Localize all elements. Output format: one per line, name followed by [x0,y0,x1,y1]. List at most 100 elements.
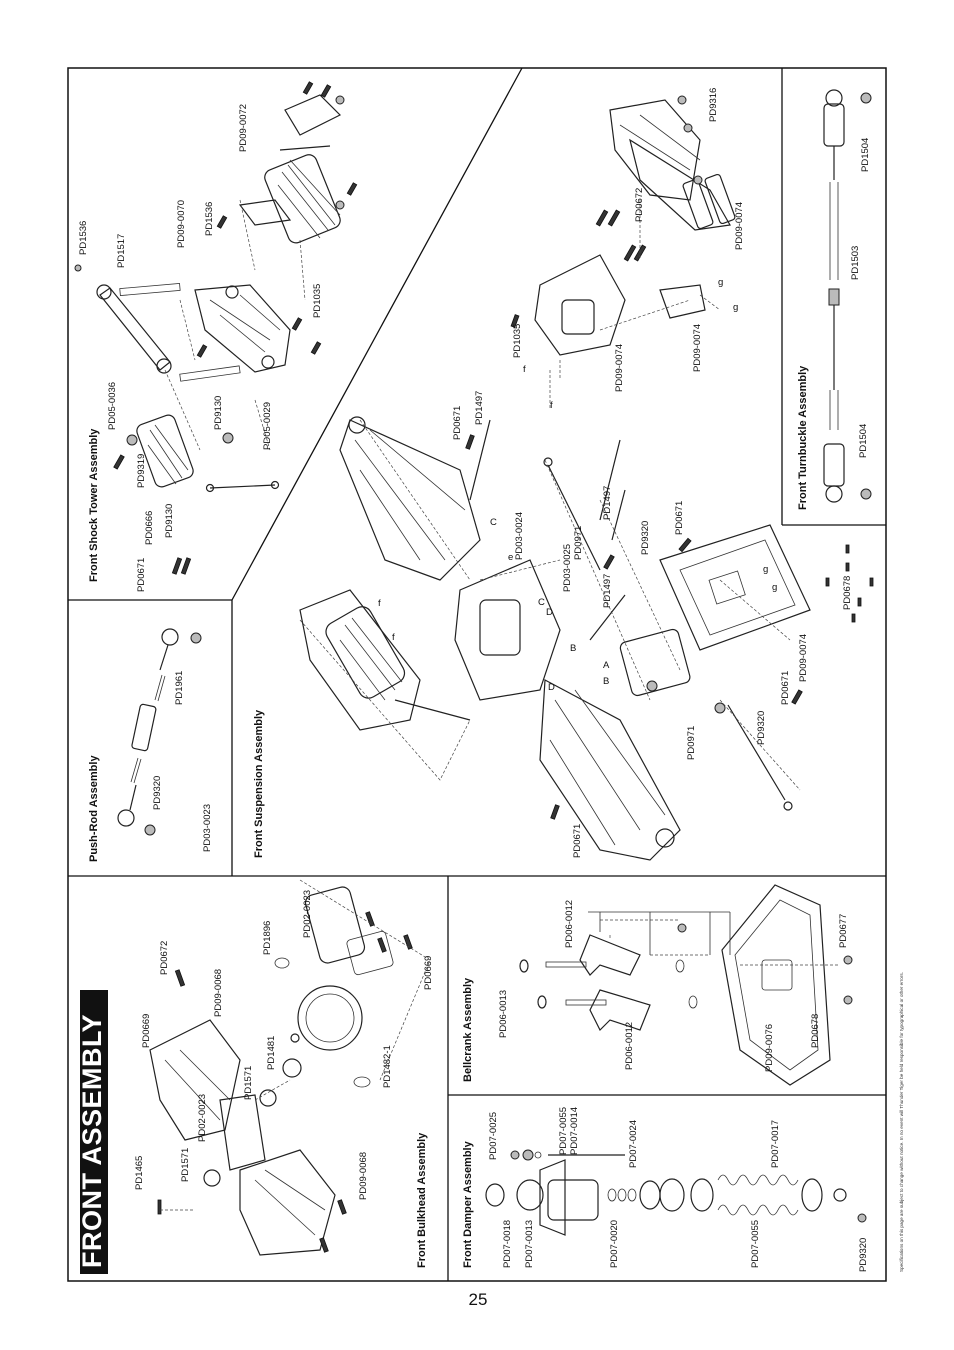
title-front-suspension: Front Suspension Assembly [253,709,265,858]
push-rod-labels: PD1961 PD9320 PD03-0023 [152,671,213,852]
letter: C [490,517,497,528]
label: PD0971 [686,726,697,760]
label: PD1961 [174,671,185,705]
title-front-damper: Front Damper Assembly [462,1140,474,1268]
label: PD9320 [858,1238,869,1272]
label: PD03-0023 [202,804,213,852]
label: PD1571 [180,1148,191,1182]
letter: f [378,598,381,609]
letter: e [508,552,513,563]
title-front-bulkhead: Front Bulkhead Assembly [416,1132,428,1268]
label: PD1481 [266,1036,277,1070]
label: PD06-0012 [624,1022,635,1070]
letter: g [763,564,768,575]
label: PD0671 [572,824,583,858]
label: PD09-0074 [614,344,625,392]
label: PD0671 [780,671,791,705]
letter: g [733,302,738,313]
label: PD0669 [423,956,434,990]
page-number: 25 [469,1290,488,1309]
page-title: FRONT ASSEMBLY [77,1014,107,1268]
divider-diagonal [231,67,523,601]
label: PD07-0055 [558,1107,569,1155]
front-bulkhead-drawing [149,879,431,1256]
label: PD09-0074 [734,202,745,250]
shock-tower-labels: PD1536 PD1517 PD09-0070 PD1536 PD09-0072… [78,104,323,592]
label: PD1536 [78,221,89,255]
title-banner: FRONT ASSEMBLY [77,990,108,1274]
label: PD9130 [213,396,224,430]
front-damper-labels: PD07-0025 PD07-0055 PD07-0014 PD07-0024 … [488,1107,869,1272]
bumper-mount-drawing [510,95,736,410]
letter: g [718,277,723,288]
label: PD0666 [144,511,155,545]
label: PD0672 [159,941,170,975]
label: PD9320 [152,776,163,810]
label: PD07-0014 [569,1107,580,1155]
label: PD0671 [452,406,463,440]
label: PD09-0074 [798,634,809,682]
label: PD07-0013 [524,1220,535,1268]
label: PD0672 [634,188,645,222]
title-push-rod: Push-Rod Assembly [88,755,100,862]
label: PD09-0072 [238,104,249,152]
label: PD0671 [674,501,685,535]
label: PD9130 [164,504,175,538]
label: PD1517 [116,234,127,268]
label: PD1536 [204,202,215,236]
shock-tower-drawing [74,81,358,575]
label: PD02-0023 [197,1094,208,1142]
label: PD07-0024 [628,1120,639,1168]
label: PD1035 [312,284,323,318]
title-front-turnbuckle: Front Turnbuckle Assembly [797,365,809,510]
label: PD09-0068 [358,1152,369,1200]
front-bulkhead-labels: PD1465 PD1571 PD02-0023 PD0669 PD0672 PD… [134,890,434,1200]
label: PD1503 [850,246,861,280]
letter: B [603,676,609,687]
label: PD1497 [474,391,485,425]
label: PD07-0017 [770,1120,781,1168]
label: PD0669 [141,1014,152,1048]
label: PD1504 [858,424,869,458]
letter: B [570,643,576,654]
turnbuckle-labels: PD1504 PD1503 PD1504 [850,138,871,458]
label: PD0671 [136,558,147,592]
bellcrank-labels: PD06-0012 PD06-0013 PD06-0012 PD09-0076 … [498,900,849,1072]
push-rod-drawing [117,628,202,836]
label: PD9316 [708,88,719,122]
label: PD1896 [262,921,273,955]
label: PD09-0068 [213,969,224,1017]
label: PD07-0025 [488,1112,499,1160]
bumper-mount-labels: PD9316 PD0672 PD09-0074 PD1035 PD09-0074… [512,88,745,411]
label: PD1571 [243,1066,254,1100]
front-suspension-drawing [299,416,874,861]
letter: f [523,364,526,375]
label: PD07-0020 [609,1220,620,1268]
label: PD09-0074 [692,324,703,372]
label: PD07-0055 [750,1220,761,1268]
letter: A [603,660,610,671]
label: PD0677 [838,914,849,948]
letter: C [538,597,545,608]
label: PD03-0024 [514,512,525,560]
title-bellcrank: Bellcrank Assembly [462,977,474,1082]
label: PD06-0012 [564,900,575,948]
letter: f [392,632,395,643]
turnbuckle-drawing [823,89,872,503]
label: PD09-0076 [764,1024,775,1072]
label: PD07-0018 [502,1220,513,1268]
label: PD1497 [602,574,613,608]
label: PD9320 [640,521,651,555]
label: PD1482-1 [382,1045,393,1088]
label: PD9319 [136,454,147,488]
bellcrank-drawing [519,884,853,1086]
front-suspension-labels: PD0671 PD1497 PD03-0024 PD03-0025 PD0971… [378,391,853,858]
letter: D [546,607,553,618]
title-front-shock-tower: Front Shock Tower Assembly [88,428,100,582]
label: PD1465 [134,1156,145,1190]
label: PD06-0013 [498,990,509,1038]
front-damper-drawing [485,1149,867,1236]
letter: D [548,682,555,693]
label: PD1035 [512,324,523,358]
